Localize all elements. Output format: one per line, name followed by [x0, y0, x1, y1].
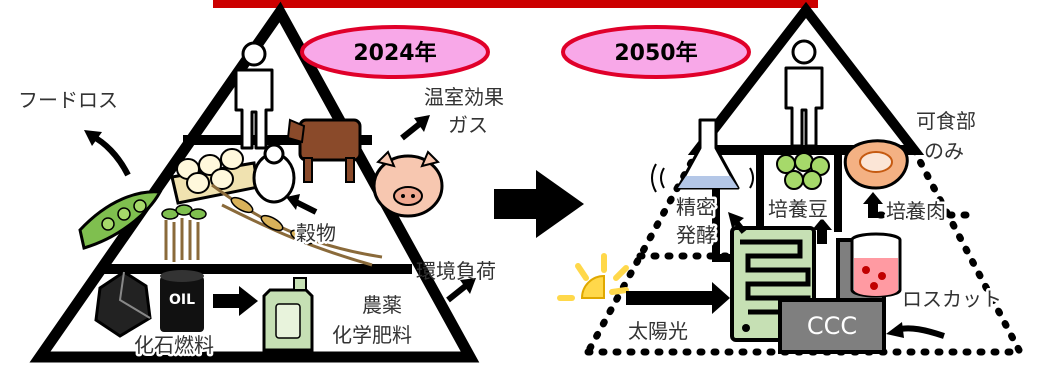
pea-pod-icon [78, 190, 163, 250]
loss-cut-label: ロスカット [902, 287, 1002, 311]
pig-icon [372, 150, 444, 218]
oil-barrel-icon: OIL [160, 270, 204, 332]
sprouts-icon [161, 204, 207, 262]
person-icon [234, 41, 274, 150]
fossil-fuel-label: 化石燃料 [134, 333, 214, 357]
arrow-grain-to-livestock [286, 194, 318, 215]
greenhouse-gas-label-line1: 温室効果 [424, 85, 504, 109]
arrow-to-meat [863, 192, 883, 218]
ccc-label: CCC [807, 312, 857, 340]
cultured-beans-label: 培養豆 [768, 197, 828, 221]
year-2050-badge [561, 25, 751, 79]
year-2024-badge [300, 25, 490, 79]
grain-label: 穀物 [296, 221, 336, 245]
oil-label: OIL [169, 292, 195, 308]
flask-icon [651, 118, 763, 193]
transition-arrow [494, 170, 584, 238]
jerrycan-icon [262, 277, 314, 352]
fermentation-label: 発酵 [676, 223, 716, 247]
arrow-sunlight [626, 282, 730, 314]
sunlight-label: 太陽光 [628, 319, 688, 343]
steak-icon [843, 139, 909, 190]
top-banner-bar [213, 0, 818, 8]
cultured-meat-label: 培養肉 [886, 199, 946, 223]
arrow-food-loss [84, 130, 131, 177]
arrow-to-beans [812, 218, 832, 244]
arrow-to-fermentation [728, 212, 747, 234]
arrow-env-load [446, 278, 476, 303]
person-icon [784, 39, 824, 148]
year-2024-label: 2024年 [353, 40, 436, 66]
chicken-icon [252, 143, 296, 204]
ccc-box: CCC [778, 238, 886, 354]
arrow-loss-cut [886, 322, 945, 339]
edible-part-label-line2: のみ [924, 139, 964, 163]
wheat-icon [211, 183, 383, 267]
sun-icon [557, 253, 629, 301]
beans-icon [776, 152, 830, 190]
edible-part-label-line1: 可食部 [916, 109, 976, 133]
environment-load-label: 環境負荷 [416, 259, 496, 283]
greenhouse-gas-label-line2: ガス [448, 113, 488, 137]
arrow-fuel-to-agro [213, 286, 258, 316]
bioreactor-icon [850, 232, 902, 298]
food-loss-label: フードロス [18, 88, 118, 112]
cow-icon [286, 118, 362, 183]
fertilizer-label: 化学肥料 [332, 323, 412, 347]
precision-label: 精密 [676, 195, 716, 219]
arrow-greenhouse [400, 115, 430, 141]
coal-icon [94, 270, 152, 338]
pesticide-label: 農薬 [362, 293, 402, 317]
year-2050-label: 2050年 [614, 40, 697, 66]
